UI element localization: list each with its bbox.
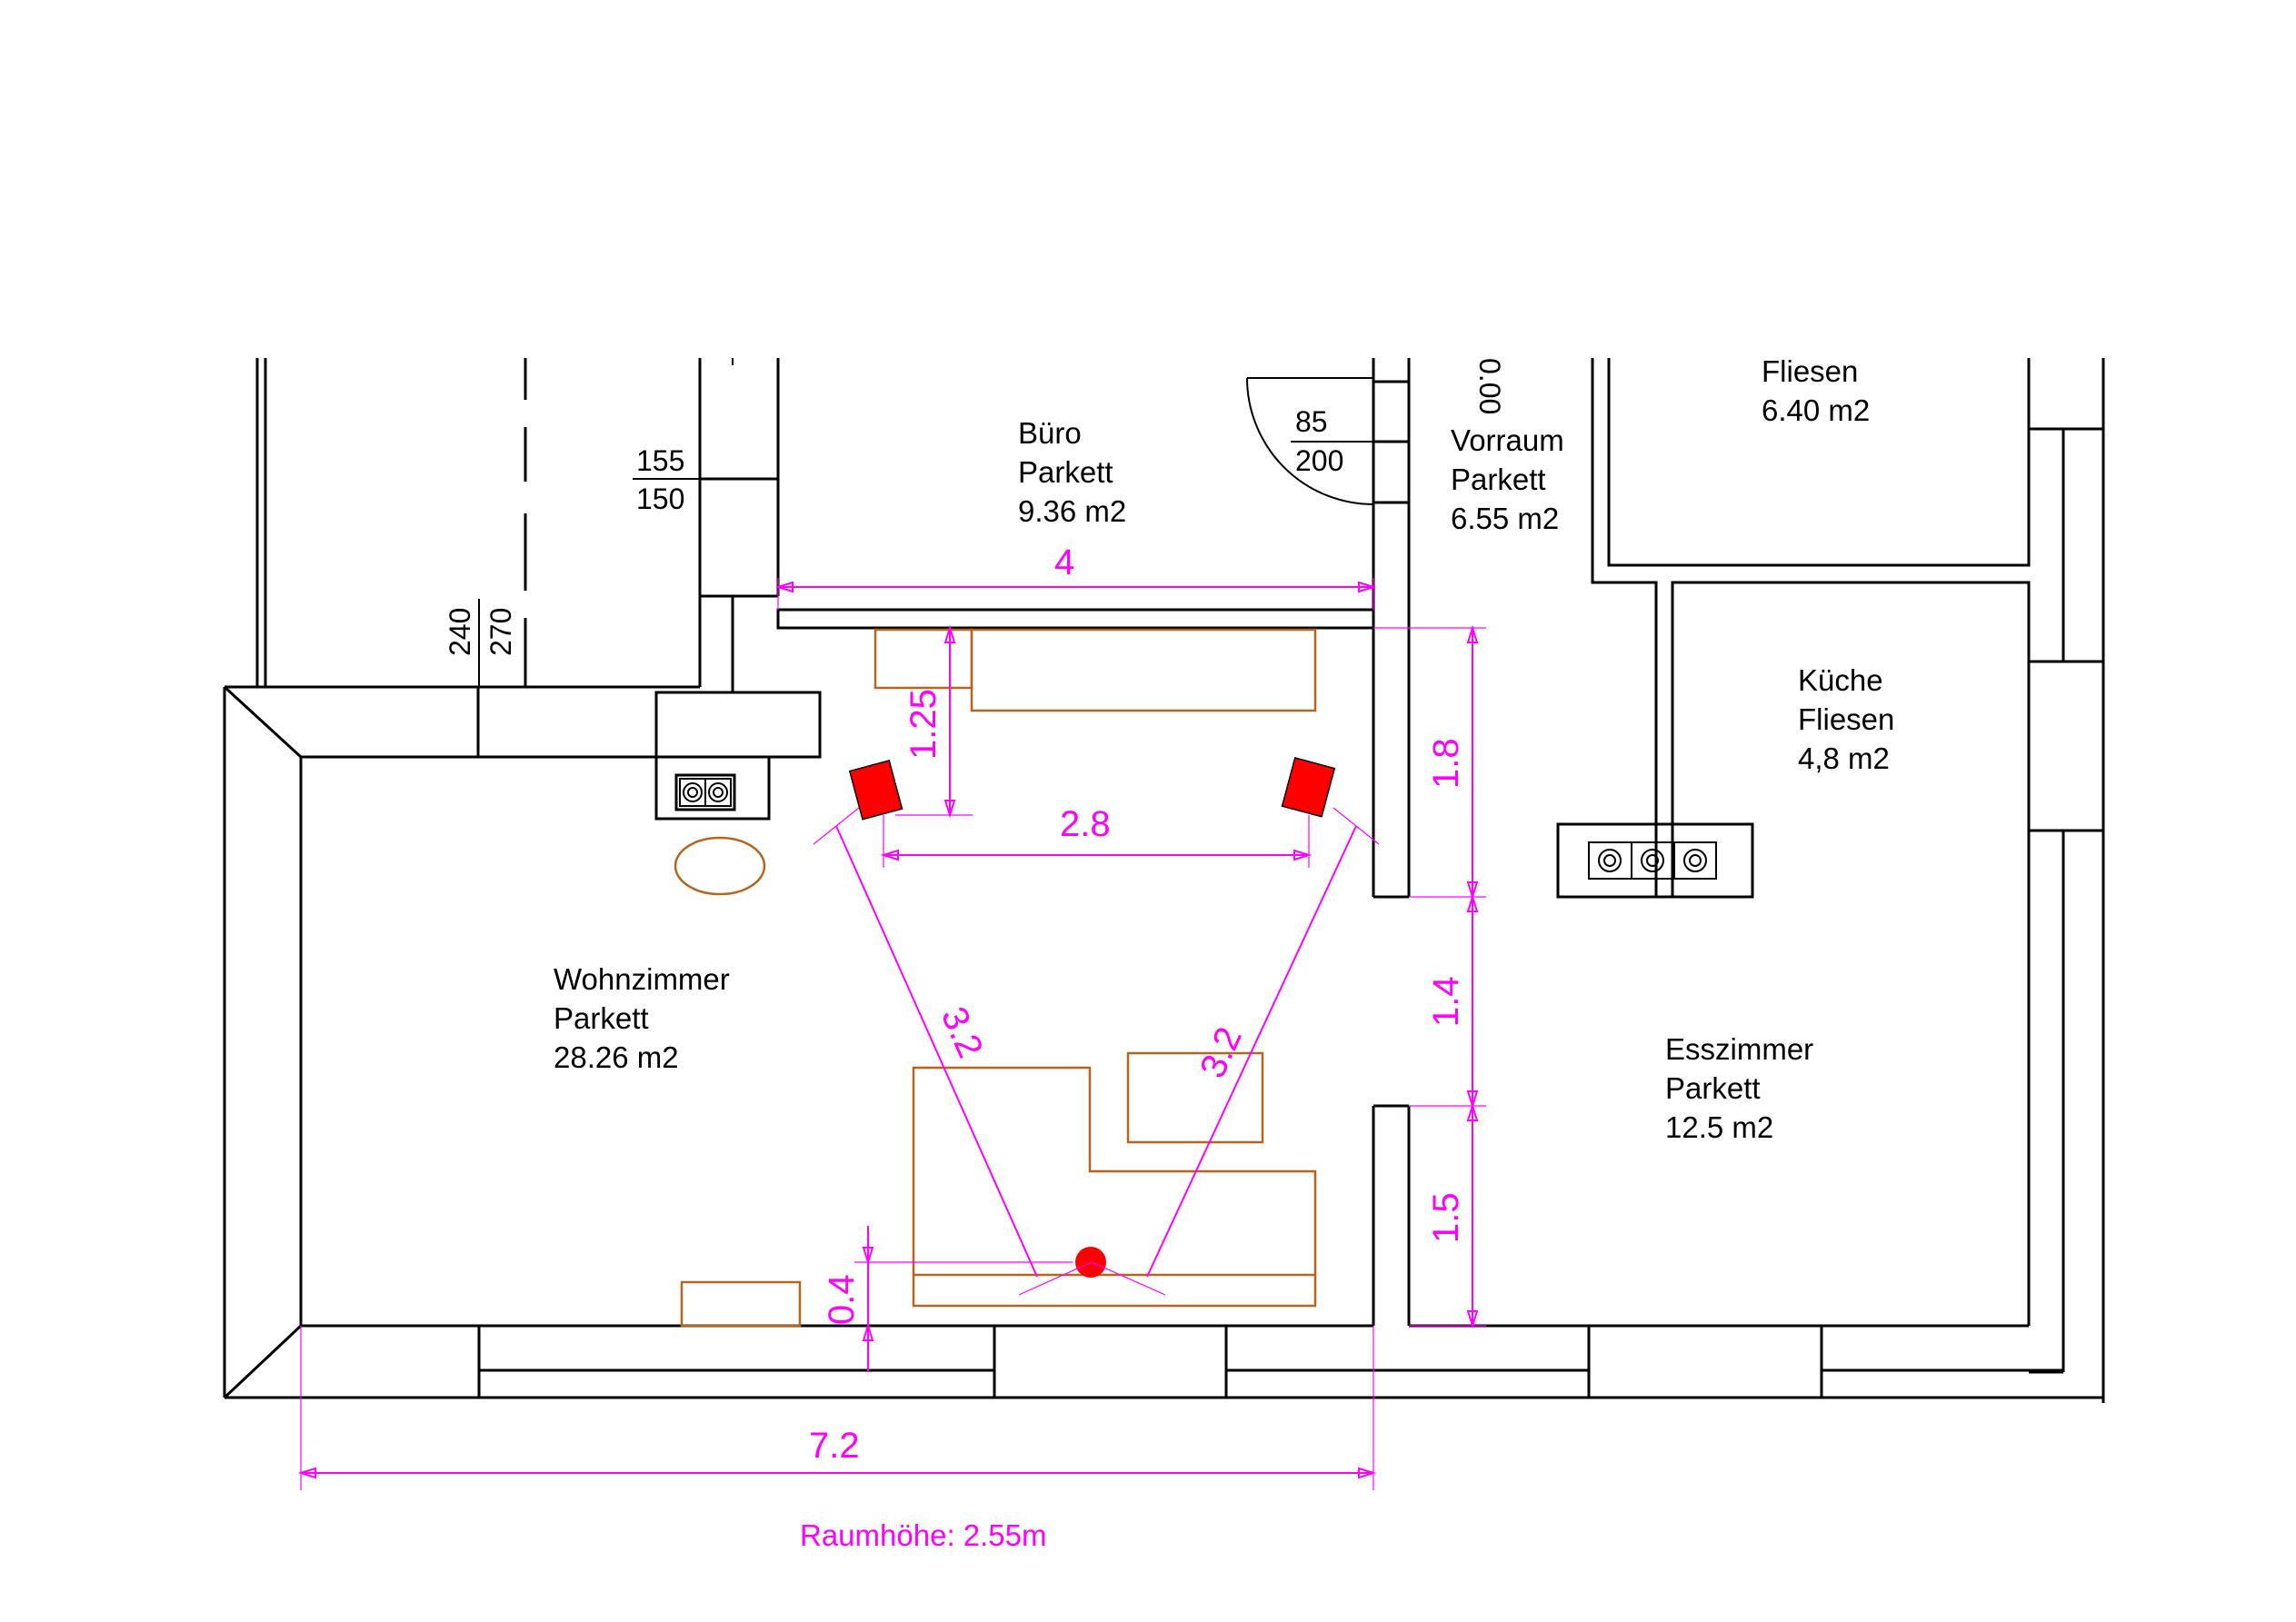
chimney-block	[654, 691, 822, 759]
stove-wohnzimmer	[674, 773, 736, 811]
dim-triangle-right	[1146, 825, 1357, 1278]
burner-1	[683, 782, 703, 802]
bath-walls	[1591, 358, 2031, 897]
window-left-top: 155	[636, 444, 684, 477]
vorraum-name: Vorraum	[1451, 423, 1564, 457]
stove-frame	[674, 773, 736, 811]
dim-label-left-triangle: 3.2	[933, 1001, 991, 1064]
dim-label-listener: 0.4	[822, 1274, 862, 1325]
corner-bottom-left	[223, 1324, 303, 1399]
wohnzimmer-area: 28.26 m2	[554, 1040, 679, 1074]
buero-area: 9.36 m2	[1018, 494, 1126, 528]
furniture	[674, 628, 1317, 1328]
door-vorraum-bottom: 200	[1295, 444, 1343, 477]
k-burner-2-inner	[1646, 854, 1659, 867]
dim-label-speaker-wall: 1.25	[903, 689, 943, 760]
dim-speaker-wall-arrows	[943, 624, 956, 819]
dim-length-arrows	[297, 1467, 1377, 1479]
level-marks: 155 150 85 200 240 270 0.00	[444, 358, 1506, 656]
dim-tri-left-tick-bot	[1018, 1261, 1093, 1296]
buero-left-wall	[698, 358, 780, 687]
stove-plate-2	[704, 778, 732, 807]
dim-tri-left-tick-top	[813, 807, 860, 845]
stove-kueche	[1556, 822, 1754, 899]
tv-bench	[680, 1280, 802, 1328]
esszimmer-name: Esszimmer	[1665, 1032, 1813, 1066]
vorraum-floor: Parkett	[1451, 463, 1546, 496]
k-burner-1-inner	[1603, 854, 1616, 867]
dim-label-length: 7.2	[809, 1426, 860, 1466]
vorraum-area: 6.55 m2	[1451, 502, 1559, 535]
k-burner-3	[1683, 849, 1707, 872]
buero-floor: Parkett	[1018, 455, 1113, 489]
dimension-lines	[297, 578, 1486, 1490]
k-burner-2	[1641, 849, 1664, 872]
bad-floor: Fliesen	[1762, 354, 1858, 388]
stair-mark-a: 240	[444, 608, 476, 656]
wohnzimmer-left-wall	[223, 687, 303, 1398]
dim-label-wall-top: 1.8	[1426, 738, 1466, 789]
dim-label-wall-opening: 1.4	[1426, 976, 1466, 1027]
dimension-labels: 4 1.25 2.8 3.2 3.2 1.8 1.4 1.5 0.4 7.2	[809, 542, 1466, 1466]
window-left-bottom: 150	[636, 483, 684, 515]
right-outer-wall	[2029, 358, 2105, 1403]
desk-large	[970, 628, 1317, 712]
round-table	[674, 836, 766, 896]
wohnzimmer-floor: Parkett	[554, 1001, 649, 1035]
dim-buero-arrows	[774, 581, 1377, 593]
dim-spacing-arrows	[880, 849, 1313, 861]
kueche-walls	[1671, 581, 2031, 1326]
dim-tri-right-tick-bot	[1091, 1261, 1166, 1296]
wohnzimmer-top-wall	[225, 685, 700, 759]
stove-counter	[1556, 822, 1754, 899]
corner-top-left	[223, 685, 303, 759]
left-speaker	[848, 760, 903, 821]
dim-triangle-left	[835, 825, 1038, 1278]
walls	[223, 358, 2105, 1403]
dim-tri-right-tick-top	[1333, 807, 1380, 845]
stove-top	[1588, 841, 1717, 880]
kueche-floor: Fliesen	[1798, 702, 1894, 736]
kueche-name: Küche	[1798, 663, 1883, 697]
level-zero: 0.00	[1473, 358, 1506, 414]
esszimmer-floor: Parkett	[1665, 1071, 1761, 1105]
burner-1-inner	[687, 787, 698, 798]
stove-recess	[654, 755, 771, 821]
k-burner-3-inner	[1689, 854, 1702, 867]
wohnzimmer-name: Wohnzimmer	[554, 962, 730, 996]
kueche-area: 4,8 m2	[1798, 741, 1890, 775]
right-speaker	[1281, 757, 1336, 818]
burner-2-inner	[713, 787, 724, 798]
desk-small	[873, 628, 973, 690]
door-vorraum-top: 85	[1295, 405, 1328, 438]
dim-listener-arrows	[862, 1247, 874, 1341]
door-swing	[1246, 377, 1374, 505]
side-table	[1126, 1051, 1264, 1144]
central-wall-lower	[1372, 1106, 1411, 1326]
sofa	[912, 1066, 1317, 1308]
buero-name: Büro	[1018, 416, 1082, 450]
bad-area: 6.40 m2	[1762, 393, 1870, 427]
dim-label-wall-bottom: 1.5	[1426, 1192, 1466, 1243]
room-height-note: Raumhöhe: 2.55m	[800, 1518, 1047, 1552]
k-burner-1	[1598, 849, 1622, 872]
dim-label-spacing: 2.8	[1060, 804, 1111, 844]
stair-mark-b: 270	[484, 608, 517, 656]
dim-label-buero: 4	[1054, 542, 1074, 582]
esszimmer-area: 12.5 m2	[1665, 1110, 1773, 1144]
dim-wall-arrows	[1466, 624, 1479, 1329]
burner-2	[708, 782, 728, 802]
room-labels: Büro Parkett 9.36 m2 Vorraum Parkett 6.5…	[554, 354, 1894, 1144]
buero-bottom-wall	[776, 608, 1375, 630]
